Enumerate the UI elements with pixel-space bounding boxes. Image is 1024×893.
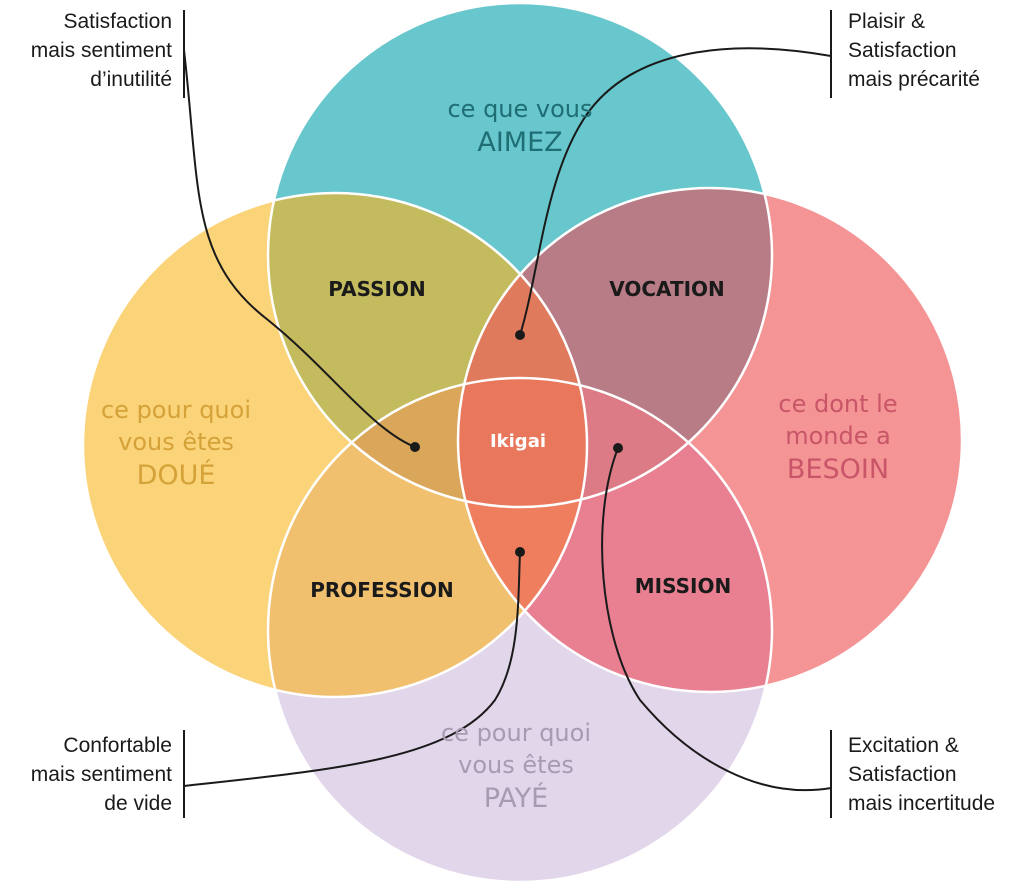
annotation-bottom-left-line3: de vide bbox=[104, 792, 172, 815]
connector-top-left bbox=[183, 49, 416, 448]
label-aimez-line1: ce que vous bbox=[447, 95, 592, 123]
annotation-top-left-line1: Satisfaction bbox=[63, 10, 172, 33]
annotation-top-right-line3: mais précarité bbox=[848, 68, 980, 91]
bar-top-right bbox=[830, 10, 832, 98]
annotation-top-right: Plaisir & Satisfaction mais précarité bbox=[848, 7, 1022, 94]
annotation-bottom-left-line1: Confortable bbox=[63, 734, 172, 757]
annotation-top-right-line2: Satisfaction bbox=[848, 39, 957, 62]
label-profession: PROFESSION bbox=[310, 578, 453, 602]
label-vocation: VOCATION bbox=[609, 277, 725, 301]
label-doue-line1: ce pour quoi bbox=[101, 396, 251, 424]
label-mission: MISSION bbox=[635, 574, 731, 598]
annotation-top-right-line1: Plaisir & bbox=[848, 10, 926, 33]
label-paye-line1: ce pour quoi bbox=[441, 719, 591, 747]
dot-bottom-left bbox=[515, 547, 525, 557]
annotation-bottom-right-line2: Satisfaction bbox=[848, 763, 957, 786]
label-besoin-line3: BESOIN bbox=[787, 454, 889, 485]
label-ikigai: Ikigai bbox=[490, 431, 546, 452]
annotation-bottom-left-line2: mais sentiment bbox=[30, 763, 172, 786]
label-aimez-line2: AIMEZ bbox=[477, 127, 562, 158]
connector-dots bbox=[410, 330, 623, 557]
dot-top-left bbox=[410, 442, 420, 452]
bar-bottom-left bbox=[183, 730, 185, 818]
dot-bottom-right bbox=[613, 443, 623, 453]
dot-top-right bbox=[515, 330, 525, 340]
connector-bottom-left bbox=[183, 551, 521, 787]
annotation-bottom-right-line1: Excitation & bbox=[848, 734, 959, 757]
annotation-top-left: Satisfaction mais sentiment d’inutilité bbox=[0, 7, 172, 94]
annotation-top-left-line2: mais sentiment bbox=[30, 39, 172, 62]
bar-top-left bbox=[183, 10, 185, 98]
annotation-top-left-line3: d’inutilité bbox=[90, 68, 172, 91]
label-passion: PASSION bbox=[328, 277, 425, 301]
connector-bottom-right bbox=[601, 447, 832, 792]
annotation-bottom-right-line3: mais incertitude bbox=[848, 792, 996, 815]
connector-lines bbox=[183, 47, 832, 792]
label-doue-line2: vous êtes bbox=[118, 428, 234, 456]
annotation-bottom-left: Confortable mais sentiment de vide bbox=[0, 731, 172, 818]
label-paye-line3: PAYÉ bbox=[484, 782, 548, 814]
circle-outlines bbox=[81, 1, 964, 884]
label-besoin-line1: ce dont le bbox=[778, 390, 897, 418]
annotation-bottom-right: Excitation & Satisfaction mais incertitu… bbox=[848, 731, 1022, 818]
label-besoin-line2: monde a bbox=[785, 422, 891, 450]
connector-top-right bbox=[519, 47, 832, 336]
bar-bottom-right bbox=[830, 730, 832, 818]
label-paye-line2: vous êtes bbox=[458, 751, 574, 779]
label-doue-line3: DOUÉ bbox=[137, 459, 216, 491]
